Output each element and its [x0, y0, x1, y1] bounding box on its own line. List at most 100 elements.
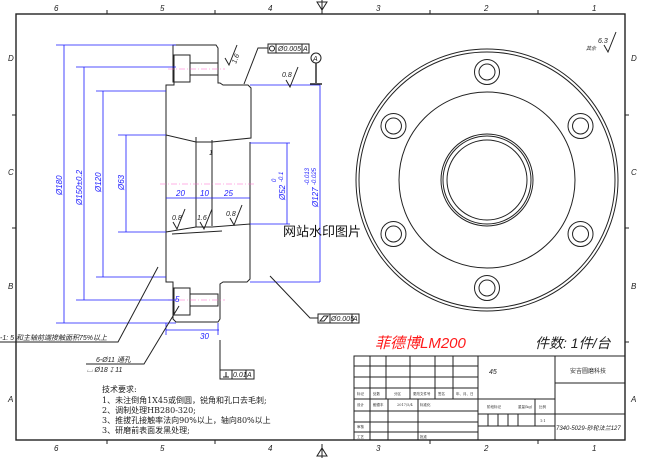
drawing-frame: [15, 13, 626, 441]
zone-row-c-right: C: [631, 168, 637, 177]
dim-len-30: 30: [200, 332, 209, 341]
dim-d52-tol-upper: 0: [272, 178, 278, 182]
approve-label: 批准: [420, 434, 428, 439]
concentricity-datum: A: [302, 46, 308, 53]
surface-finish-icon: [172, 31, 617, 231]
review-label: 审核: [357, 424, 365, 429]
finish-groove: 1.6: [197, 215, 207, 222]
section-view: [160, 44, 255, 323]
dim-d150: Ø150±0.2: [75, 169, 84, 206]
datum-label: A: [312, 56, 318, 63]
runout-icon: [318, 315, 330, 322]
dim-d120: Ø120: [94, 172, 103, 193]
surface-finish-symbols: 1.6 0.8 0.8 1.6 0.8 6.3 其余: [172, 31, 617, 231]
bolt-hole: [478, 63, 496, 81]
material: 45: [489, 369, 497, 376]
dim-len-25: 25: [223, 189, 233, 198]
zone-col-2-top: 2: [483, 4, 489, 13]
holes-note-line2: ⌴ Ø18 ↧ 11: [87, 367, 123, 374]
dim-groove-1: 1: [209, 150, 213, 157]
concentricity-icon: [269, 45, 275, 52]
centering-mark-icon: [316, 0, 328, 458]
bolt-hole: [478, 279, 496, 297]
zone-row-d-right: D: [631, 54, 637, 63]
perpendicularity-icon: [223, 372, 229, 378]
weight-label: 重量(kg): [518, 404, 533, 409]
dim-d127: Ø127: [311, 187, 320, 208]
bolt-hole: [474, 59, 500, 85]
finish-flange-hole: 1.6: [231, 53, 241, 65]
concentricity-value: Ø0.005: [277, 46, 301, 53]
zone-col-6-top: 6: [54, 4, 59, 13]
perpendicularity-value: 0.01: [233, 372, 247, 379]
zone-col-5-top: 5: [160, 4, 165, 13]
standardization-label: 标准化: [420, 402, 431, 407]
bolt-hole: [384, 225, 402, 243]
tech-req-item-1: 1、未注倒角1X45或倒圆，锐角和孔口去毛刺;: [102, 395, 267, 405]
zone-col-3-top: 3: [376, 4, 381, 13]
taper-note: -1: 5 和主轴前端接触面积75%以上: [0, 334, 108, 342]
zone-markers: 6 5 4 3 2 1 6 5 4 3 2 1 D C B A D C B A: [7, 0, 637, 458]
stage-mark-label: 阶段标记: [487, 404, 501, 409]
bolt-hole: [380, 113, 407, 139]
header-count: 处数: [373, 391, 381, 396]
zone-col-6-bottom: 6: [54, 444, 59, 453]
quantity-note: 件数: 1件/台: [535, 335, 611, 351]
zone-col-1-bottom: 1: [592, 444, 596, 453]
zone-col-4-bottom: 4: [268, 444, 273, 453]
zone-row-b-right: B: [631, 282, 637, 291]
header-mark: 标记: [357, 391, 365, 396]
tech-req-item-3: 3、推拔孔接触率法向90%以上，轴向80%以上: [102, 415, 271, 425]
scale-label: 比例: [539, 404, 547, 409]
scale-value: 1:1: [540, 419, 546, 423]
zone-row-b-left: B: [8, 282, 14, 291]
perpendicularity-datum: A: [246, 372, 252, 379]
design-date: 2017/5/4: [397, 403, 413, 407]
dimensions: Ø180 Ø150±0.2 Ø120 Ø63 Ø52 0 -0.1 Ø127 -…: [55, 44, 321, 341]
front-view: [355, 48, 619, 312]
finish-bore-left: 0.8: [172, 215, 182, 222]
zone-col-5-bottom: 5: [160, 444, 165, 453]
dim-d127-tol-lower: -0.025: [312, 167, 318, 185]
dim-d52: Ø52: [278, 184, 287, 201]
zone-col-3-bottom: 3: [376, 444, 381, 453]
tech-req-item-4: 3、研磨前表面发黑处理;: [102, 425, 190, 435]
zone-row-d-left: D: [8, 54, 14, 63]
product-name: 菲德博LM200: [375, 335, 467, 352]
bolt-hole: [567, 221, 594, 247]
dim-len-5: 5: [175, 295, 180, 304]
header-change-doc: 更改文件号: [413, 391, 431, 396]
drawing-number: 7340-5029-砂轮法兰127: [556, 424, 621, 432]
zone-row-c-left: C: [8, 168, 14, 177]
technical-requirements: 技术要求: 1、未注倒角1X45或倒圆，锐角和孔口去毛刺; 2、调制处理HB28…: [102, 384, 271, 435]
dim-d63: Ø63: [117, 174, 126, 191]
design-label: 设计: [357, 402, 365, 407]
bolt-hole: [474, 275, 500, 301]
runout-value: Ø0.005: [330, 316, 354, 323]
zone-col-1-top: 1: [592, 4, 596, 13]
leader-notes: -1: 5 和主轴前端接触面积75%以上 6-Ø11 通孔 ⌴ Ø18 ↧ 11…: [0, 225, 361, 374]
header-signature: 签名: [438, 391, 445, 396]
dim-d52-tol-lower: -0.1: [279, 172, 285, 182]
tech-req-item-2: 2、调制处理HB280-320;: [102, 405, 196, 415]
zone-col-2-bottom: 2: [483, 444, 489, 453]
company-name: 安吉圆磨科技: [570, 367, 606, 375]
holes-note-line1: 6-Ø11 通孔: [96, 356, 132, 364]
finish-general-label: 其余: [586, 45, 597, 52]
zone-col-4-top: 4: [268, 4, 273, 13]
dim-d127-tol-upper: -0.013: [305, 167, 311, 185]
gdt-frames: Ø0.005 A A Ø0.005 A 0.01 A: [219, 43, 360, 380]
tech-req-title: 技术要求:: [102, 384, 137, 394]
finish-hub-outer: 0.8: [282, 72, 292, 79]
dim-len-10: 10: [200, 189, 209, 198]
finish-general: 6.3: [598, 38, 608, 45]
runout-datum: A: [352, 316, 358, 323]
bolt-hole: [572, 225, 590, 243]
header-zone: 分区: [394, 391, 402, 396]
dim-len-20: 20: [175, 189, 185, 198]
header-date: 年、月、日: [456, 391, 474, 396]
bolt-hole: [384, 117, 402, 135]
title-block: 45 安吉圆磨科技 7340-5029-砂轮法兰127 标记 处数 分区 更改文…: [353, 355, 626, 441]
watermark: 网站水印图片: [283, 225, 361, 240]
